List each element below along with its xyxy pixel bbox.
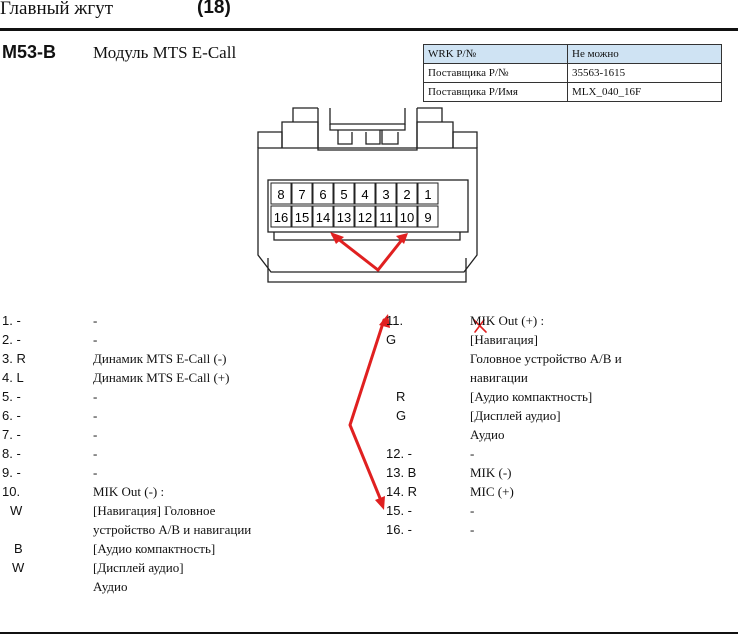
- pin-number: 13: [337, 210, 351, 225]
- pin-desc: MIK (-): [470, 465, 512, 480]
- pin-label: 12. -: [386, 446, 413, 461]
- info-row: Поставщика P/№ 35563-1615: [423, 63, 722, 83]
- annotation-arrows: [331, 233, 487, 505]
- pin-label: 3. R: [2, 351, 26, 366]
- pin-number: 1: [424, 187, 431, 202]
- info-label: Поставщика P/№: [423, 63, 568, 83]
- pin-label: 14. R: [386, 484, 418, 499]
- pin-label: 15. -: [386, 503, 413, 518]
- pin-desc: -: [93, 332, 98, 347]
- pin-number: 14: [316, 210, 330, 225]
- pin-desc: -: [470, 446, 475, 461]
- pin-desc: [Аудио компактность]: [470, 389, 593, 404]
- pin-label: 16. -: [386, 522, 413, 537]
- pin-number: 7: [298, 187, 305, 202]
- pin-label: 1. -: [2, 313, 21, 328]
- arrow-head-icon: [375, 496, 385, 510]
- pin-label: 9. -: [2, 465, 21, 480]
- top-rule: [0, 28, 738, 31]
- arrow-head-icon: [330, 232, 344, 244]
- pin-label: 8. -: [2, 446, 21, 461]
- info-label: Поставщика P/Имя: [423, 82, 568, 102]
- pin-number: 2: [403, 187, 410, 202]
- pin-number: 4: [361, 187, 368, 202]
- pin-desc: -: [93, 313, 98, 328]
- pin-desc: [Дисплей аудио]: [470, 408, 561, 423]
- pin-desc: MIK Out (-) :: [93, 484, 165, 499]
- pin-desc: навигации: [470, 370, 528, 385]
- arrow-head-icon: [379, 314, 390, 328]
- pin-label: 13. B: [386, 465, 417, 480]
- info-label: WRK P/№: [423, 44, 568, 64]
- pin-desc: [Навигация]: [470, 332, 538, 347]
- module-code: M53-B: [2, 42, 57, 62]
- pin-number: 10: [400, 210, 414, 225]
- strike-mark-icon: [473, 319, 487, 333]
- pin-label: B: [14, 541, 23, 556]
- pin-desc: устройство А/В и навигации: [93, 522, 252, 537]
- pin-desc: Динамик MTS E-Call (-): [93, 351, 227, 366]
- arrow-to-pin-11: [376, 234, 407, 272]
- pin-desc: -: [470, 522, 475, 537]
- pin-label: R: [396, 389, 406, 404]
- pin-number: 15: [295, 210, 309, 225]
- pin-desc: Аудио: [470, 427, 505, 442]
- bottom-rule: [0, 632, 738, 634]
- module-name: Модуль MTS E-Call: [93, 43, 237, 62]
- pin-desc: -: [93, 389, 98, 404]
- pin-label: 11.: [386, 313, 404, 328]
- pin-desc: Аудио: [93, 579, 128, 594]
- arrow-11-to-14: [348, 318, 386, 505]
- pin-desc: [Дисплей аудио]: [93, 560, 184, 575]
- info-row: WRK P/№ Не можно: [423, 44, 722, 64]
- pin-number: 16: [274, 210, 288, 225]
- pin-desc: -: [93, 446, 98, 461]
- pin-label: 10.: [2, 484, 21, 499]
- pin-desc: Динамик MTS E-Call (+): [93, 370, 230, 385]
- page-number: (18): [197, 0, 231, 18]
- arrow-heads: [330, 232, 408, 510]
- pin-label: G: [386, 332, 397, 347]
- pin-number: 8: [277, 187, 284, 202]
- pin-number: 9: [424, 210, 431, 225]
- page-title: Главный жгут: [0, 0, 114, 19]
- pin-desc: MIK Out (+) :: [470, 313, 545, 328]
- pin-label: G: [396, 408, 407, 423]
- pin-row-top: 8 7 6 5 4 3 2 1: [270, 182, 439, 205]
- pin-number: 5: [340, 187, 347, 202]
- arrow-to-pin-14: [331, 233, 380, 272]
- pin-row-bottom: 16 15 14 13 12 11 10 9: [270, 205, 439, 228]
- pin-desc: -: [93, 465, 98, 480]
- info-row: Поставщика P/Имя MLX_040_16F: [423, 82, 722, 102]
- info-table: WRK P/№ Не можно Поставщика P/№ 35563-16…: [423, 44, 722, 102]
- pin-desc: Головное устройство А/В и: [470, 351, 622, 366]
- pin-number: 6: [319, 187, 326, 202]
- arrow-head-icon: [396, 233, 408, 244]
- pin-desc: [Навигация] Головное: [93, 503, 216, 518]
- pin-number: 12: [358, 210, 372, 225]
- pin-number: 11: [379, 210, 393, 225]
- pin-label: 2. -: [2, 332, 21, 347]
- pin-desc: [Аудио компактность]: [93, 541, 216, 556]
- pin-label: W: [12, 560, 25, 575]
- pin-label: 7. -: [2, 427, 21, 442]
- pin-grid: 8 7 6 5 4 3 2 1 16 15 14 13 12 11 10 9: [270, 182, 439, 228]
- info-value: Не можно: [567, 44, 722, 64]
- info-value: MLX_040_16F: [567, 82, 722, 102]
- pin-desc: -: [470, 503, 475, 518]
- connector-outline: [257, 107, 478, 283]
- pin-number: 3: [382, 187, 389, 202]
- pin-label: 4. L: [2, 370, 24, 385]
- pin-label: 5. -: [2, 389, 21, 404]
- pin-desc: MIC (+): [470, 484, 514, 499]
- pin-label: W: [10, 503, 23, 518]
- pin-label: 6. -: [2, 408, 21, 423]
- pin-desc: -: [93, 408, 98, 423]
- pin-desc: -: [93, 427, 98, 442]
